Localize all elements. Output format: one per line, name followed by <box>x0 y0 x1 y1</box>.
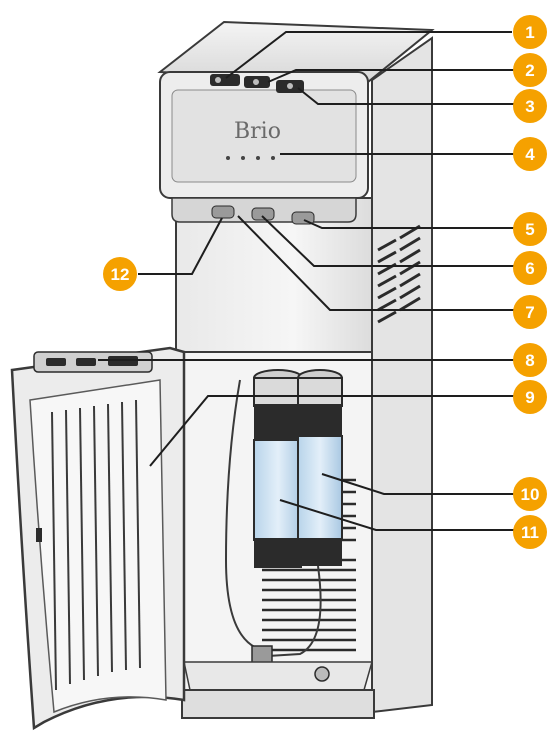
leader-6 <box>261 215 514 267</box>
svg-text:1: 1 <box>525 23 534 42</box>
drain-fitting <box>314 666 330 682</box>
svg-text:5: 5 <box>525 220 534 239</box>
callout-11: 11 <box>513 515 547 549</box>
door-control-strip <box>33 351 153 373</box>
front-panel <box>175 197 373 359</box>
callout-8: 8 <box>513 343 547 377</box>
water-tube <box>224 379 263 651</box>
callout-2: 2 <box>513 53 547 87</box>
open-door <box>10 346 186 731</box>
cabinet: Brio <box>157 20 435 719</box>
leader-11 <box>279 499 514 531</box>
water-tube-2 <box>267 565 322 657</box>
leader-7 <box>237 215 514 311</box>
brand-logo: Brio <box>234 119 281 144</box>
leader-5 <box>303 219 514 229</box>
svg-text:9: 9 <box>525 388 534 407</box>
svg-text:11: 11 <box>521 523 539 542</box>
leader-1 <box>225 31 512 79</box>
leader-2 <box>267 69 514 83</box>
callout-5: 5 <box>513 212 547 246</box>
base <box>181 689 375 719</box>
svg-text:2: 2 <box>525 61 534 80</box>
callout-10: 10 <box>513 477 547 511</box>
door-hinge <box>36 528 42 542</box>
leader-12 <box>138 217 223 275</box>
svg-text:12: 12 <box>111 265 130 284</box>
callout-9: 9 <box>513 380 547 414</box>
spouts <box>211 205 315 225</box>
display-panel <box>171 89 357 183</box>
door-ribs <box>51 399 141 691</box>
svg-text:4: 4 <box>525 145 535 164</box>
callout-6: 6 <box>513 251 547 285</box>
callout-4: 4 <box>513 137 547 171</box>
callouts: 1 2 3 4 5 6 7 8 <box>103 15 547 549</box>
svg-text:7: 7 <box>525 303 534 322</box>
callout-7: 7 <box>513 295 547 329</box>
svg-text:6: 6 <box>525 259 534 278</box>
cabinet-floor <box>183 661 373 691</box>
control-buttons <box>210 74 304 93</box>
side-vents <box>377 224 421 324</box>
leader-lines <box>98 31 514 531</box>
svg-text:8: 8 <box>525 351 534 370</box>
svg-text:10: 10 <box>521 485 540 504</box>
leader-9 <box>149 395 514 467</box>
leader-3 <box>297 87 514 105</box>
door-inner-panel <box>29 379 167 714</box>
filter-left <box>253 369 303 568</box>
svg-text:3: 3 <box>525 97 534 116</box>
leader-10 <box>321 473 514 495</box>
indicator-lights <box>226 156 275 160</box>
callout-12: 12 <box>103 257 137 291</box>
callout-3: 3 <box>513 89 547 123</box>
filter-right <box>297 369 343 566</box>
side-panel <box>371 36 433 714</box>
callout-1: 1 <box>513 15 547 49</box>
